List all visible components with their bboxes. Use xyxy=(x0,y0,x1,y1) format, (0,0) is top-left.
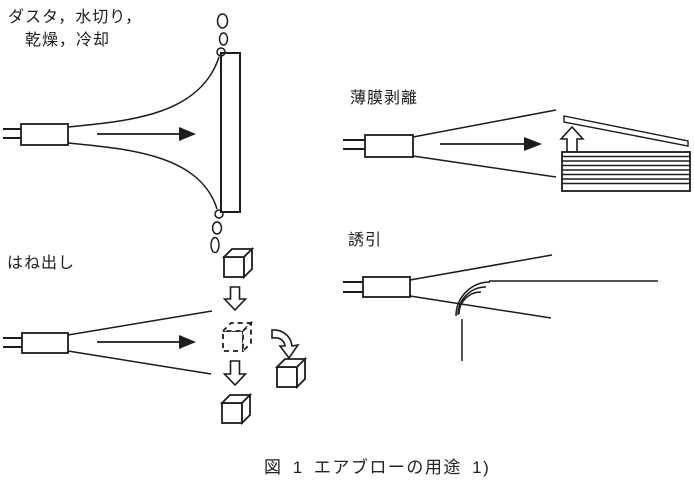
film-peeling-label: 薄膜剥離 xyxy=(350,90,419,107)
film-peeling-diagram xyxy=(343,109,691,192)
air-jet-upper-curve xyxy=(67,56,220,128)
air-jet-lower-curve xyxy=(67,142,218,210)
ejection-label: はね出し xyxy=(7,255,76,272)
flow-arrow xyxy=(97,335,196,349)
droplets-above xyxy=(216,13,229,57)
figure-caption: 図 1 エアブローの用途 1) xyxy=(264,458,491,477)
curved-eject-arrow xyxy=(271,329,300,360)
workpiece-cube-ghost xyxy=(220,320,254,354)
air-jet-upper-line xyxy=(409,254,553,281)
nozzle xyxy=(343,134,414,158)
down-block-arrow xyxy=(222,360,248,387)
film-stack xyxy=(561,151,691,192)
air-jet-lower-line xyxy=(412,155,557,178)
nozzle xyxy=(3,123,69,146)
entrainment-label: 誘引 xyxy=(348,232,383,249)
flow-arrow xyxy=(97,127,196,141)
nozzle xyxy=(3,332,69,354)
air-jet-lower-line xyxy=(409,295,552,319)
duster-diagram xyxy=(3,13,241,254)
droplets-below xyxy=(210,209,224,254)
air-jet-upper-line xyxy=(67,310,213,336)
entrainment-diagram xyxy=(343,254,658,361)
target-plate xyxy=(220,52,241,213)
air-jet-lower-line xyxy=(67,350,212,375)
duster-label: ダスタ，水切り， 乾燥，冷却 xyxy=(8,6,142,52)
peeled-film xyxy=(563,115,689,147)
entrained-flow-arcs xyxy=(455,281,491,361)
duster-label-line2: 乾燥，冷却 xyxy=(25,32,111,50)
ejection-diagram xyxy=(3,246,308,426)
nozzle xyxy=(343,276,411,298)
workpiece-cube-top xyxy=(221,246,255,280)
down-block-arrow xyxy=(222,286,248,312)
duster-label-line1: ダスタ，水切り， xyxy=(8,9,143,26)
flow-arrow xyxy=(440,137,542,151)
up-block-arrow xyxy=(559,125,585,153)
air-jet-upper-line xyxy=(412,109,557,138)
workpiece-cube-bottom xyxy=(219,392,253,426)
workpiece-cube-ejected xyxy=(274,356,308,390)
